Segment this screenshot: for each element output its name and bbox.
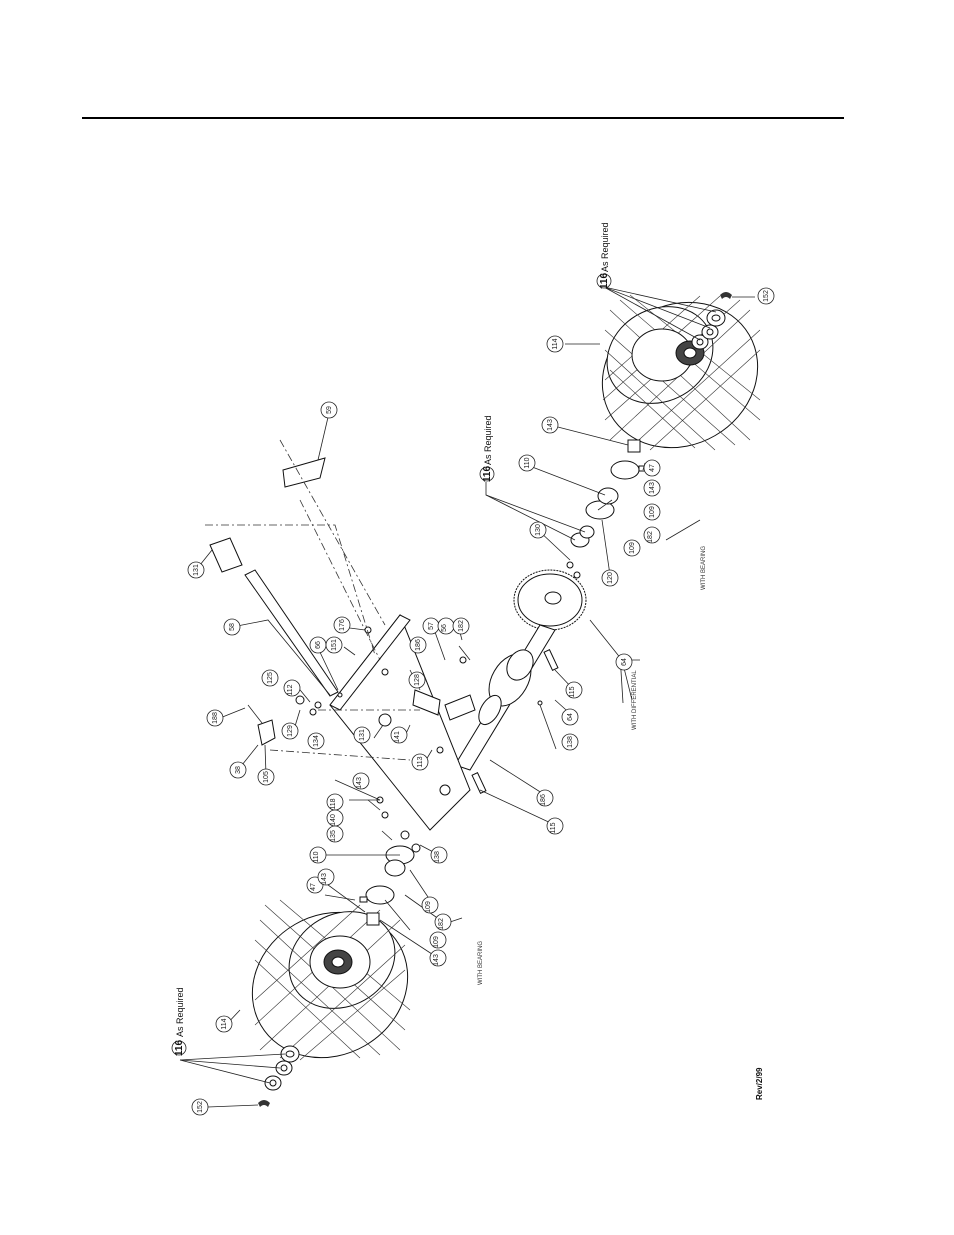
- wheel-right: [601, 294, 761, 451]
- as-required-mid: As Required: [483, 415, 493, 465]
- callout-186-a: 186: [415, 639, 422, 651]
- callout-47-a: 47: [649, 464, 656, 472]
- callout-66: 66: [315, 641, 322, 649]
- callout-186-b: 186: [540, 794, 547, 806]
- callout-64-a: 64: [621, 658, 628, 666]
- keys: [471, 649, 559, 794]
- callouts: 116 As Required 152 114 59 116 As Requir…: [171, 222, 775, 1116]
- callout-113: 113: [417, 756, 424, 767]
- callout-116-mid: 116: [482, 465, 493, 482]
- callout-109-c: 109: [425, 901, 432, 913]
- lever-arm: [209, 537, 339, 697]
- callout-116-right: 116: [599, 272, 610, 289]
- callout-64-b: 64: [567, 713, 574, 721]
- callout-152-right: 152: [763, 290, 770, 302]
- clip-right: [720, 292, 732, 299]
- right-bearing-assembly: [570, 439, 647, 548]
- callout-182-b: 182: [458, 620, 465, 632]
- washers-left: [264, 1045, 300, 1091]
- callout-115-a: 115: [569, 686, 576, 697]
- callout-114-left: 114: [221, 1018, 228, 1029]
- callout-128: 128: [414, 674, 421, 686]
- callout-38: 38: [235, 766, 242, 774]
- callout-105: 105: [263, 771, 270, 783]
- callout-138-b: 138: [434, 851, 441, 863]
- callout-152-left: 152: [197, 1101, 204, 1113]
- callout-131-b: 131: [359, 729, 366, 741]
- callout-131: 131: [193, 564, 200, 576]
- callout-138-a: 138: [567, 736, 574, 748]
- revision-label: Rev/2/99: [755, 1067, 764, 1100]
- callout-141: 141: [394, 731, 401, 743]
- callout-143-d: 143: [321, 873, 328, 885]
- callout-188: 188: [212, 712, 219, 724]
- callout-125: 125: [267, 672, 274, 684]
- latch: [247, 704, 276, 746]
- pedal-bracket: [282, 457, 326, 488]
- callout-56: 56: [441, 624, 448, 632]
- callout-143-e: 143: [433, 954, 440, 966]
- sprocket: [513, 569, 587, 631]
- callout-129: 129: [287, 725, 294, 737]
- callout-58: 58: [229, 623, 236, 631]
- callout-134: 134: [313, 735, 320, 747]
- wheel-left: [251, 899, 411, 1061]
- clip-left: [258, 1100, 270, 1107]
- left-bearing-assembly: [359, 845, 415, 926]
- callout-118: 118: [330, 798, 337, 809]
- callout-151: 151: [331, 639, 338, 651]
- callout-109-b: 109: [629, 542, 636, 554]
- differential-axle: [451, 624, 556, 791]
- callout-47-b: 47: [310, 883, 317, 891]
- small-hardware: [295, 561, 581, 853]
- note-with-bearing-left: WITH BEARING: [478, 941, 484, 985]
- callout-110-a: 110: [524, 457, 531, 468]
- as-required-right: As Required: [600, 222, 610, 272]
- callout-59: 59: [326, 406, 333, 414]
- callout-143-b: 143: [649, 482, 656, 494]
- callout-114-right: 114: [552, 338, 559, 349]
- callout-112: 112: [287, 684, 294, 695]
- callout-109-d: 109: [433, 936, 440, 948]
- callout-109-a: 109: [649, 506, 656, 518]
- washers-right: [691, 309, 726, 350]
- frame-plate: [329, 614, 471, 831]
- callout-115-b: 115: [550, 822, 557, 833]
- note-with-bearing-right: WITH BEARING: [701, 546, 707, 590]
- callout-135: 135: [330, 830, 337, 842]
- header-rule: [82, 117, 844, 119]
- callout-182-a: 182: [647, 531, 654, 543]
- callout-143-a: 143: [547, 419, 554, 431]
- phantom-lines: [205, 439, 420, 761]
- as-required-left: As Required: [175, 987, 185, 1037]
- callout-130: 130: [535, 524, 542, 536]
- callout-57: 57: [428, 622, 435, 630]
- callout-182-c: 182: [438, 918, 445, 930]
- callout-143-c: 143: [356, 777, 363, 789]
- brake-bracket: [412, 689, 476, 721]
- callout-140: 140: [330, 814, 337, 826]
- callout-116-left: 116: [174, 1039, 185, 1056]
- callout-120: 120: [607, 572, 614, 584]
- callout-176: 176: [339, 619, 346, 631]
- callout-110-b: 110: [313, 851, 320, 862]
- note-with-differential: WITH DIFFERENTIAL: [632, 670, 638, 730]
